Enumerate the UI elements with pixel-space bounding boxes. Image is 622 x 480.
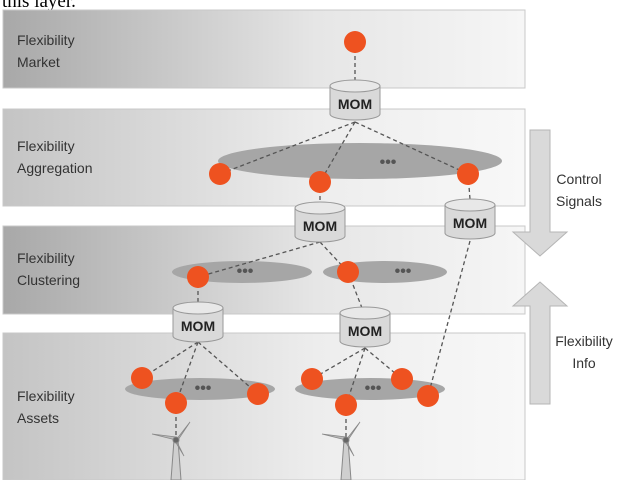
layer-label-line: Aggregation — [17, 160, 93, 176]
wind-turbine-icon — [321, 421, 361, 480]
mom-cylinder-clustering-left: MOM — [172, 301, 224, 343]
control-signals-label: Control Signals — [548, 168, 610, 212]
ellipsis-clustering-right: ••• — [395, 263, 412, 280]
arrow-label-line: Flexibility — [555, 333, 613, 349]
layer-label-line: Flexibility — [17, 138, 75, 154]
node-asset-4 — [301, 368, 323, 390]
mom-cylinder-clustering-right: MOM — [339, 306, 391, 348]
ellipsis-clustering-left: ••• — [237, 263, 254, 280]
layer-label-line: Flexibility — [17, 250, 75, 266]
mom-label: MOM — [348, 323, 382, 339]
layer-label-assets: Flexibility Assets — [17, 385, 75, 429]
mom-cylinder-aggregation-right: MOM — [444, 198, 496, 240]
flexibility-info-arrow — [511, 281, 569, 405]
layer-band-assets — [2, 332, 526, 480]
cluster-aggregation — [218, 143, 502, 179]
mom-cylinder-aggregation-left: MOM — [294, 201, 346, 243]
mom-label: MOM — [303, 218, 337, 234]
arrow-label-line: Info — [572, 355, 596, 371]
node-asset-7 — [417, 385, 439, 407]
mom-cylinder-market: MOM — [329, 79, 381, 121]
layer-label-aggregation: Flexibility Aggregation — [17, 135, 93, 179]
mom-label: MOM — [181, 318, 215, 334]
arrow-label-line: Control — [556, 171, 602, 187]
layer-label-line: Clustering — [17, 272, 81, 288]
node-asset-3 — [247, 383, 269, 405]
ellipsis-aggregation: ••• — [380, 154, 397, 171]
layer-label-line: Assets — [17, 410, 60, 426]
node-asset-5 — [335, 394, 357, 416]
arrow-label-line: Signals — [556, 193, 602, 209]
flexibility-info-label: Flexibility Info — [548, 330, 620, 374]
control-signals-arrow — [511, 129, 569, 257]
node-clustering-right — [337, 261, 359, 283]
caption-fragment: this layer. — [2, 0, 76, 12]
cluster-assets-left — [125, 378, 275, 400]
wind-turbine-icon — [151, 421, 191, 480]
layer-label-line: Flexibility — [17, 388, 75, 404]
node-market — [344, 31, 366, 53]
ellipsis-assets-right: ••• — [365, 380, 382, 397]
ellipsis-assets-left: ••• — [195, 380, 212, 397]
node-asset-1 — [131, 367, 153, 389]
node-aggregation-left — [209, 163, 231, 185]
layer-label-market: Flexibility Market — [17, 29, 75, 73]
nodes — [131, 31, 479, 416]
layer-band-market — [2, 9, 526, 89]
layer-label-clustering: Flexibility Clustering — [17, 247, 80, 291]
node-asset-6 — [391, 368, 413, 390]
mom-label: MOM — [453, 215, 487, 231]
node-clustering-left — [187, 266, 209, 288]
mom-label: MOM — [338, 96, 372, 112]
layer-label-line: Market — [17, 54, 60, 70]
node-aggregation-mid — [309, 171, 331, 193]
node-asset-2 — [165, 392, 187, 414]
layer-label-line: Flexibility — [17, 32, 75, 48]
node-aggregation-right — [457, 163, 479, 185]
